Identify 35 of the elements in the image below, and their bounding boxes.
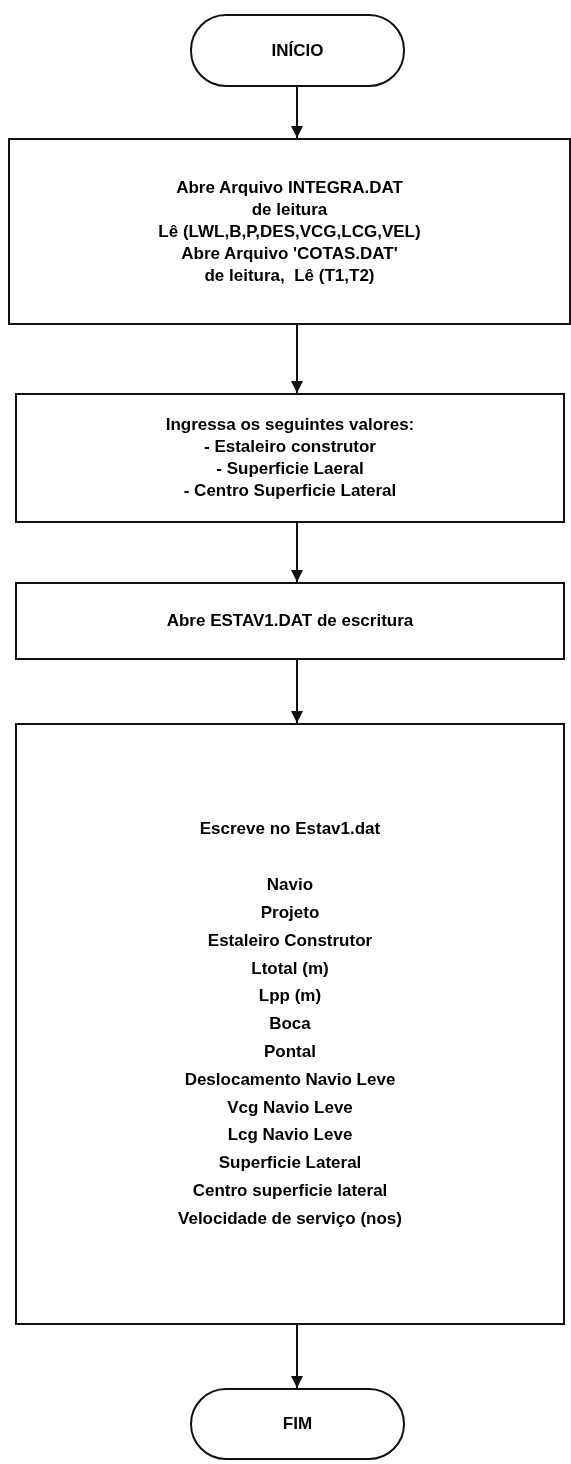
step-text: Deslocamento Navio Leve	[184, 1068, 396, 1091]
step-text: Navio	[266, 874, 314, 897]
step-text: Ltotal (m)	[251, 957, 329, 980]
step-text: - Estaleiro construtor	[204, 436, 376, 458]
step-text: - Superficie Laeral	[216, 458, 364, 480]
step-text: FIM	[282, 1413, 313, 1435]
arrow	[291, 659, 303, 724]
arrow	[291, 522, 303, 583]
step-text: INÍCIO	[271, 39, 324, 62]
step-text: Estaleiro Construtor	[207, 929, 373, 952]
process-box	[15, 723, 565, 1325]
heading-text: Escreve no Estav1.dat	[199, 818, 381, 841]
step-text: Ingressa os seguintes valores:	[165, 414, 415, 436]
process-box	[15, 582, 565, 660]
step-text: Projeto	[260, 902, 320, 924]
arrow	[291, 86, 303, 139]
process-box	[15, 393, 565, 523]
step-text: Abre Arquivo 'COTAS.DAT'	[181, 242, 398, 265]
step-text: Pontal	[264, 1041, 316, 1063]
process-box	[8, 138, 571, 325]
step-text: Vcg Navio Leve	[227, 1096, 353, 1119]
step-text: - Centro Superficie Lateral	[183, 480, 397, 502]
step-text: Lcg Navio Leve	[227, 1124, 353, 1147]
arrow	[291, 1324, 303, 1389]
step-text: Centro superficie lateral	[192, 1180, 388, 1202]
step-text: Abre ESTAV1.DAT de escritura	[166, 610, 414, 632]
arrow	[291, 324, 303, 394]
step-text: Boca	[269, 1013, 311, 1036]
step-text: Abre Arquivo INTEGRA.DAT	[176, 176, 403, 199]
step-text: Velocidade de serviço (nos)	[178, 1207, 402, 1230]
step-text: de leitura	[251, 198, 328, 221]
step-text: Superficie Lateral	[218, 1152, 362, 1175]
step-text: Lpp (m)	[258, 985, 322, 1008]
step-text: de leitura, Lê (T1,T2)	[204, 264, 375, 287]
step-text: Lê (LWL,B,P,DES,VCG,LCG,VEL)	[158, 220, 421, 243]
